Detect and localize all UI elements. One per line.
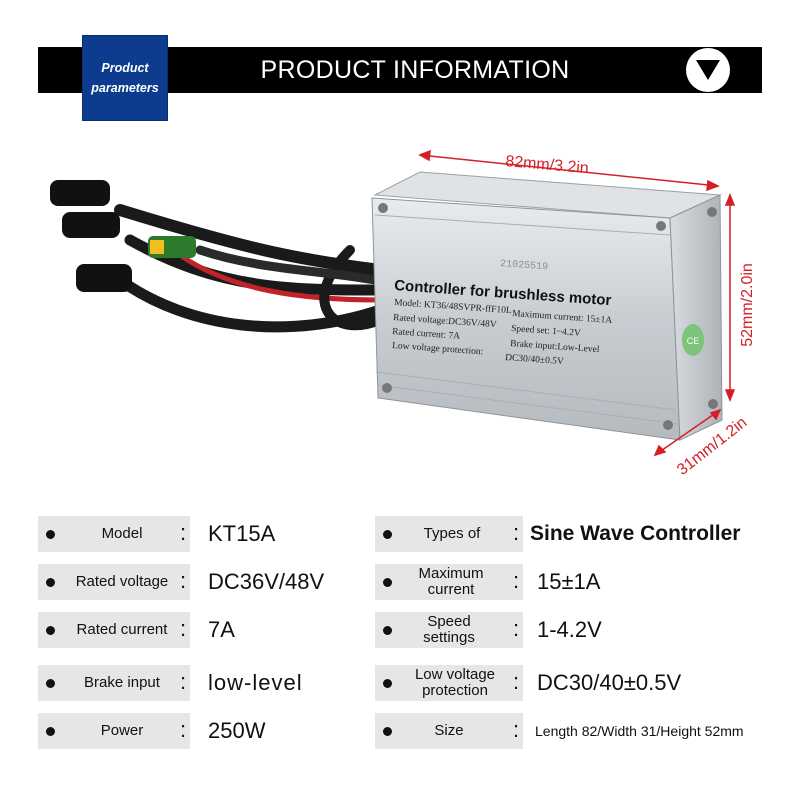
spec-separator: :: [513, 669, 520, 694]
spec-label: Rated current: [76, 621, 168, 638]
spec-separator: :: [180, 520, 187, 545]
spec-value: 15±1A: [537, 569, 601, 594]
spec-value: 250W: [208, 718, 266, 743]
spec-separator: :: [513, 717, 520, 742]
spec-separator: :: [513, 568, 520, 593]
controller-product-image: 21025519 Controller for brushless motor …: [50, 149, 756, 479]
spec-row-power: Power : 250W: [38, 713, 378, 749]
spec-value: 7A: [208, 617, 235, 642]
spec-value: KT15A: [208, 521, 276, 546]
spec-label: Brake input: [84, 674, 160, 691]
connector-1: [50, 180, 110, 206]
spec-label: Types of: [423, 525, 481, 542]
spec-row-model: Model : KT15A: [38, 516, 378, 552]
spec-row-rated-voltage: Rated voltage : DC36V/48V: [38, 564, 378, 600]
badge-line-1: Product: [101, 61, 149, 75]
dimension-length: 82mm/3.2in: [505, 153, 590, 177]
spec-value: Length 82/Width 31/Height 52mm: [535, 723, 744, 739]
spec-label: Power: [100, 722, 144, 739]
spec-row-type: Types of : Sine Wave Controller: [375, 516, 795, 552]
dimension-height: 52mm/2.0in: [739, 263, 756, 347]
spec-value: DC36V/48V: [208, 569, 325, 594]
controller-side-face: [669, 194, 723, 441]
spec-row-size: Size : Length 82/Width 31/Height 52mm: [375, 713, 795, 749]
expand-button[interactable]: [686, 48, 730, 92]
page-title: PRODUCT INFORMATION: [260, 56, 570, 84]
cable-bundle: [114, 204, 386, 333]
ce-sticker-text: CE: [687, 336, 700, 346]
spec-value: low-level: [208, 670, 303, 695]
product-parameters-badge: Product parameters: [83, 36, 167, 120]
spec-value: 1-4.2V: [537, 617, 602, 642]
spec-label: Model: [101, 525, 143, 542]
connector-2: [62, 212, 120, 238]
spec-value: Sine Wave Controller: [530, 522, 741, 545]
spec-separator: :: [180, 669, 187, 694]
ce-sticker: [682, 324, 704, 356]
spec-separator: :: [513, 616, 520, 641]
label-line-r2: Speed set: 1~4.2V: [511, 324, 581, 339]
label-serial: 21025519: [500, 259, 549, 273]
spec-row-speed-settings: Speed settings : 1-4.2V: [375, 612, 795, 648]
spec-label: Size: [434, 722, 464, 739]
spec-value: DC30/40±0.5V: [537, 670, 682, 695]
spec-separator: :: [513, 520, 520, 545]
spec-label: Low voltage protection: [414, 666, 496, 699]
spec-row-low-voltage-protection: Low voltage protection : DC30/40±0.5V: [375, 665, 795, 701]
spec-separator: :: [180, 568, 187, 593]
spec-label: Rated voltage: [75, 573, 169, 590]
label-specs: Model: KT36/48SVPR-ffF10L Rated voltage:…: [392, 297, 613, 367]
spec-row-brake-input: Brake input : low-level: [38, 665, 378, 701]
spec-separator: :: [180, 717, 187, 742]
connector-3: [76, 264, 132, 292]
badge-line-2: parameters: [91, 81, 159, 95]
spec-label: Speed settings: [423, 613, 475, 646]
spec-row-maximum-current: Maximum current : 15±1A: [375, 564, 795, 600]
spec-separator: :: [180, 616, 187, 641]
spec-label: Maximum current: [418, 565, 484, 598]
label-line-r4: DC30/40±0.5V: [505, 353, 564, 367]
label-line-l3: Rated current: 7A: [392, 327, 461, 342]
triangle-down-icon: [696, 60, 720, 80]
spec-row-rated-current: Rated current : 7A: [38, 612, 378, 648]
